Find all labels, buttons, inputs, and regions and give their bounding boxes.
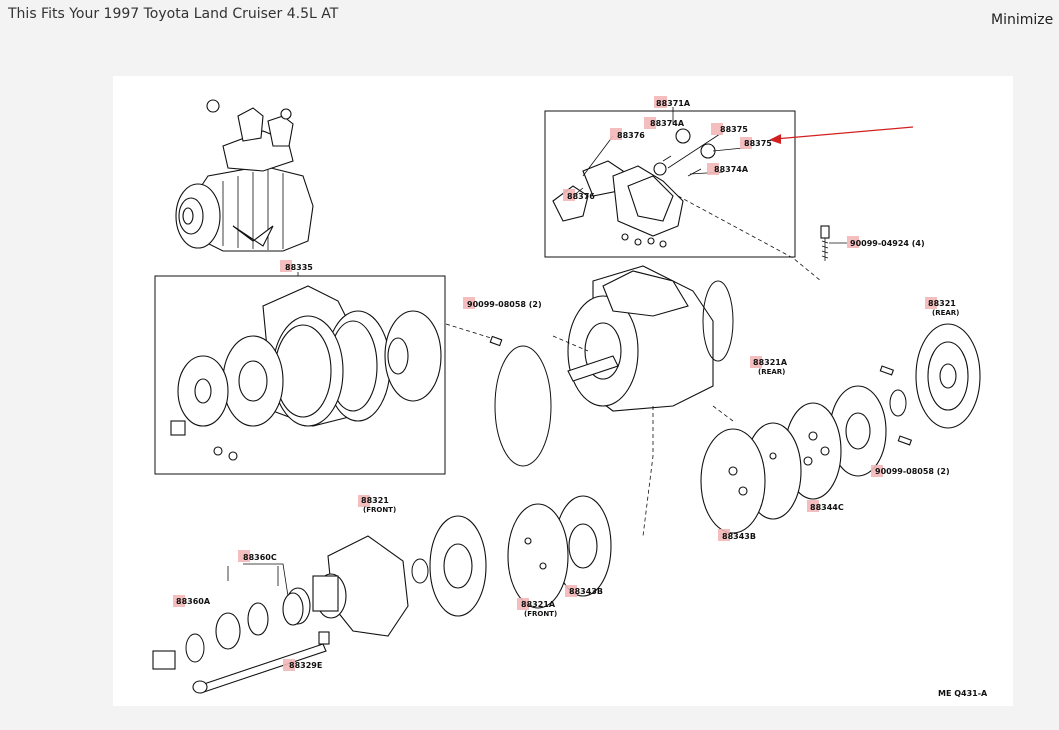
- exploded-view-svg: 88371A 88374A 88375 88375 88376 88374A 8…: [152, 96, 988, 698]
- part-labels: 88371A 88374A 88375 88375 88376 88374A 8…: [173, 96, 988, 698]
- label-88375-b[interactable]: 88375: [744, 139, 772, 148]
- clutch-assembly-box: [154, 275, 446, 475]
- label-88321-rear[interactable]: 88321: [928, 299, 956, 308]
- label-88335[interactable]: 88335: [285, 263, 313, 272]
- label-88360A[interactable]: 88360A: [176, 597, 211, 606]
- label-88321-rear-sub: (REAR): [932, 309, 959, 317]
- clutch-assembly-illustration: [170, 285, 442, 461]
- label-88371A[interactable]: 88371A: [656, 99, 691, 108]
- label-88374A-b[interactable]: 88374A: [714, 165, 749, 174]
- label-88321-front-sub: (FRONT): [363, 506, 396, 514]
- label-90099-04924[interactable]: 90099-04924 (4): [850, 239, 925, 248]
- label-88376-a[interactable]: 88376: [617, 131, 645, 140]
- label-88321A-front-sub: (FRONT): [524, 610, 557, 618]
- label-88343B-b[interactable]: 88343B: [569, 587, 603, 596]
- diagram-reference-code: ME Q431-A: [938, 689, 988, 698]
- fitment-title: This Fits Your 1997 Toyota Land Cruiser …: [8, 6, 339, 22]
- label-88343B-a[interactable]: 88343B: [722, 532, 756, 541]
- label-88344C[interactable]: 88344C: [810, 503, 844, 512]
- valve-parts-illustration: [552, 128, 744, 248]
- label-88321A-rear[interactable]: 88321A: [753, 358, 788, 367]
- minimize-button[interactable]: Minimize I: [991, 12, 1059, 28]
- parts-diagram: 88371A 88374A 88375 88375 88376 88374A 8…: [113, 76, 1013, 706]
- label-88321-front[interactable]: 88321: [361, 496, 389, 505]
- label-88321A-front[interactable]: 88321A: [521, 600, 556, 609]
- label-90099-08058-a[interactable]: 90099-08058 (2): [467, 300, 542, 309]
- valve-parts-inset-box: [544, 110, 796, 258]
- rear-parts-illustration: [700, 323, 981, 534]
- label-88375-a[interactable]: 88375: [720, 125, 748, 134]
- bolt-illustration: [820, 225, 847, 261]
- label-88329E[interactable]: 88329E: [289, 661, 322, 670]
- label-88376-b[interactable]: 88376: [567, 192, 595, 201]
- front-parts-illustration: [152, 495, 612, 694]
- compressor-assembly-illustration: [175, 99, 314, 252]
- red-arrow-icon: [769, 126, 914, 144]
- label-88360C[interactable]: 88360C: [243, 553, 277, 562]
- label-90099-08058-b[interactable]: 90099-08058 (2): [875, 467, 950, 476]
- compressor-body-illustration: [489, 265, 734, 467]
- label-88374A-top[interactable]: 88374A: [650, 119, 685, 128]
- label-88321A-rear-sub: (REAR): [758, 368, 785, 376]
